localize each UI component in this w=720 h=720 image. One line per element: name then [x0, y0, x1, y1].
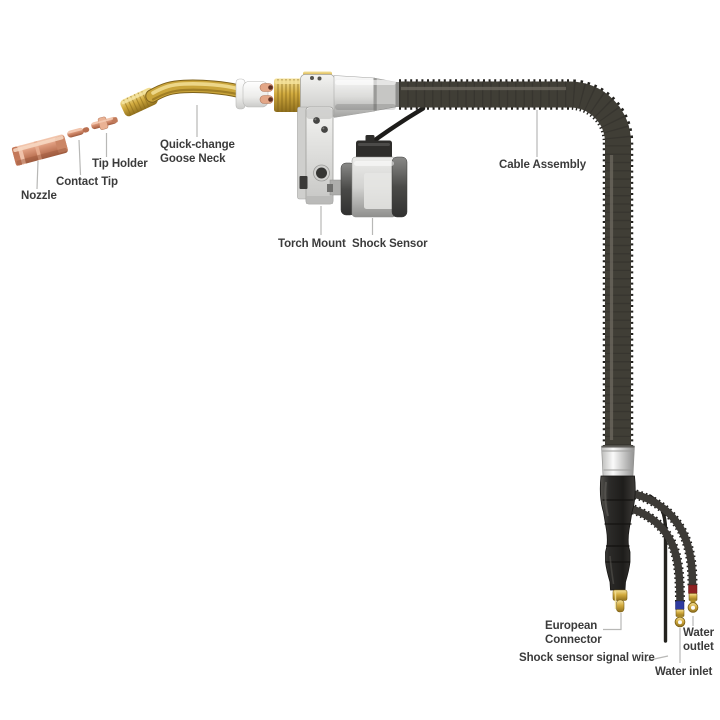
leader-european-connector: [603, 613, 622, 631]
label-nozzle-text: Nozzle: [21, 190, 57, 202]
label-goose-neck-line2: Goose Neck: [160, 152, 226, 165]
torch-body: [274, 71, 400, 119]
label-shock-sensor-text: Shock Sensor: [352, 238, 428, 250]
label-torch-mount: Torch Mount: [278, 238, 346, 252]
label-torch-mount-text: Torch Mount: [278, 238, 346, 250]
label-water-outlet-line2: outlet: [683, 640, 714, 653]
shock-sensor-part: [327, 106, 426, 218]
contact-tip-part: [67, 127, 90, 138]
label-water-outlet: Water outlet: [683, 627, 714, 654]
label-european-connector-line2: Connector: [545, 633, 602, 646]
cable-collar: [601, 445, 635, 477]
water-inlet-hose: [618, 501, 685, 603]
label-european-connector-line1: European: [545, 620, 598, 632]
goose-neck-part: [120, 79, 245, 117]
cable-assembly-part: [399, 79, 634, 446]
label-shock-sensor: Shock Sensor: [352, 238, 428, 252]
label-signal-wire-text: Shock sensor signal wire: [519, 652, 655, 664]
label-cable-assembly: Cable Assembly: [499, 159, 586, 173]
neck-insulator-connector: [235, 78, 274, 110]
label-contact-tip: Contact Tip: [56, 176, 118, 190]
label-tip-holder: Tip Holder: [92, 158, 148, 172]
label-goose-neck: Quick-change Goose Neck: [160, 139, 235, 166]
water-outlet-fitting: [687, 584, 699, 613]
label-water-outlet-line1: Water: [683, 627, 715, 639]
leader-contact-tip: [78, 139, 82, 176]
leader-signal-wire: [644, 655, 669, 662]
label-signal-wire: Shock sensor signal wire: [519, 652, 655, 666]
label-water-inlet-text: Water inlet: [655, 666, 713, 678]
label-water-inlet: Water inlet: [655, 666, 712, 680]
nozzle-part: [11, 134, 68, 166]
label-european-connector: European Connector: [545, 620, 602, 647]
connector-brass-pin: [612, 589, 628, 613]
leader-nozzle: [36, 160, 39, 190]
label-nozzle: Nozzle: [21, 190, 57, 204]
label-cable-assembly-text: Cable Assembly: [499, 159, 587, 171]
water-outlet-hose: [621, 487, 698, 587]
leader-lines: [36, 105, 694, 663]
label-tip-holder-text: Tip Holder: [92, 158, 148, 170]
european-connector-part: [599, 475, 636, 591]
torch-mount-part: [297, 106, 334, 205]
label-contact-tip-text: Contact Tip: [56, 176, 118, 188]
label-goose-neck-line1: Quick-change: [160, 139, 235, 151]
sensor-cable: [368, 106, 426, 146]
tip-holder-part: [91, 116, 118, 130]
connector-pins: [259, 83, 274, 104]
water-inlet-fitting: [674, 600, 686, 628]
